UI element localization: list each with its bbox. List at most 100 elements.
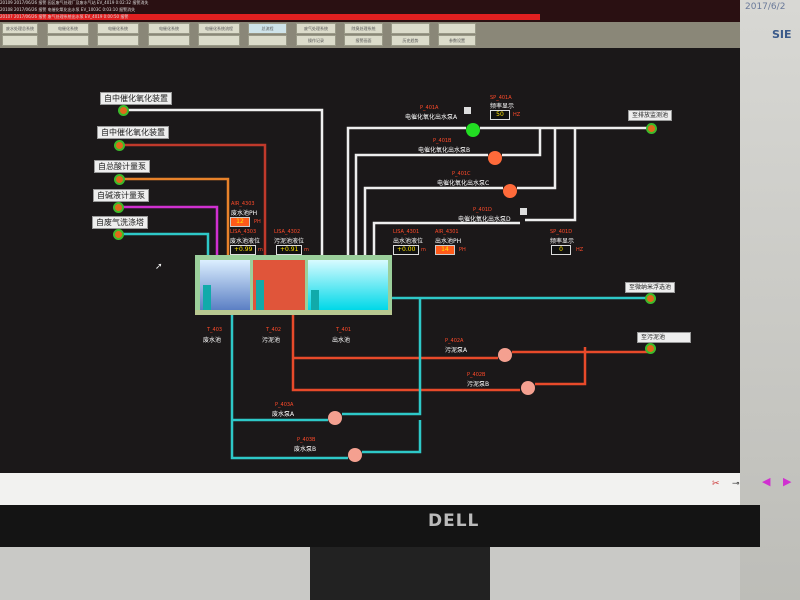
- pump-p402b[interactable]: 污泥泵B: [467, 381, 490, 388]
- disconnect-icon[interactable]: ✂: [712, 479, 720, 489]
- source-label: 自碱液计量泵: [93, 189, 149, 202]
- mouse-cursor-icon: ➚: [155, 262, 163, 272]
- instrument-tag: SP_401D: [550, 229, 573, 235]
- nav-button[interactable]: [248, 35, 287, 46]
- pump-tag: P_401D: [473, 207, 492, 213]
- pipe-source-3: [122, 177, 230, 265]
- alarm-row[interactable]: 20108 2017/06/26 报警 电催化氧化出水泵 EV_1003C 0:…: [0, 7, 136, 12]
- tank-group: [195, 255, 392, 315]
- nav-button[interactable]: 电催化系统流程: [198, 23, 240, 34]
- frequency-value: 0: [551, 245, 571, 255]
- arrow-left-icon[interactable]: ◀: [762, 475, 771, 488]
- instrument-tag: SP_401A: [490, 95, 512, 101]
- nav-button[interactable]: 参数设置: [438, 35, 476, 46]
- pump-p403a[interactable]: 废水泵A: [272, 411, 295, 418]
- monitor-logo: DELL: [428, 511, 480, 531]
- nav-button[interactable]: 报警画面: [344, 35, 383, 46]
- frequency-value: 50: [490, 110, 510, 120]
- instrument-name: 出水池液位: [393, 238, 424, 245]
- pump-tag: P_402A: [445, 338, 464, 344]
- nav-button[interactable]: [148, 35, 190, 46]
- ph-value: 12: [230, 217, 250, 227]
- connector-dot-icon[interactable]: [113, 202, 124, 213]
- connector-dot-icon[interactable]: [113, 229, 124, 240]
- tank-tag: T_403: [207, 327, 223, 333]
- connector-dot-icon[interactable]: [645, 293, 656, 304]
- unit-label: m: [258, 247, 263, 253]
- alarm-row[interactable]: 20109 2017/06/26 报警 园区废气处理厂及废水气站 EV_4019…: [0, 0, 149, 5]
- pipe-source-1: [127, 108, 324, 265]
- instrument-tag: AIR_4303: [231, 201, 255, 207]
- pump-p401c[interactable]: 电催化氧化出水泵C: [437, 180, 490, 187]
- source-label: 自中催化氧化装置: [97, 126, 169, 139]
- connector-dot-icon[interactable]: [645, 343, 656, 354]
- nav-button[interactable]: 电催化系统: [97, 23, 139, 34]
- nav-button[interactable]: 电催化系统: [47, 23, 89, 34]
- pump-p402a-icon: [498, 348, 512, 362]
- nav-button[interactable]: [198, 35, 240, 46]
- level-gauge: [256, 280, 264, 310]
- pump-tag: P_401C: [452, 171, 471, 177]
- instrument-tag: LISA_4301: [393, 229, 420, 235]
- connector-dot-icon[interactable]: [118, 105, 129, 116]
- tank-name: 污泥池: [262, 337, 281, 344]
- tank-name: 废水池: [203, 337, 222, 344]
- pump-p401a[interactable]: 电催化氧化出水泵A: [405, 114, 458, 121]
- source-label: 自中催化氧化装置: [100, 92, 172, 105]
- nav-button-active[interactable]: 总流程: [248, 23, 287, 34]
- instrument-name: 废水池PH: [231, 210, 258, 217]
- unit-label: HZ: [576, 247, 584, 253]
- pipe-source-5: [121, 232, 210, 258]
- pump-p401c-icon: [503, 184, 517, 198]
- level-gauge: [203, 285, 211, 310]
- key-icon[interactable]: ⊸: [732, 479, 740, 489]
- instrument-name: 污泥池液位: [274, 238, 305, 245]
- nav-button[interactable]: 电催化系统: [148, 23, 190, 34]
- pump-status-indicator[interactable]: [520, 208, 527, 215]
- connector-dot-icon[interactable]: [114, 174, 125, 185]
- nav-button[interactable]: [97, 35, 139, 46]
- pump-p403b-icon: [348, 448, 362, 462]
- pump-tag: P_403B: [297, 437, 316, 443]
- nav-button[interactable]: 除臭处理系统: [344, 23, 383, 34]
- tank-tag: T_402: [266, 327, 282, 333]
- nav-button[interactable]: 操作记录: [296, 35, 336, 46]
- alarm-table: 20109 2017/06/26 报警 园区废气处理厂及废水气站 EV_4019…: [0, 0, 740, 24]
- pipe-pump-suction: [354, 153, 520, 265]
- status-bar: ✂ ⊸: [0, 473, 740, 505]
- ph-value: 14: [435, 245, 455, 255]
- level-gauge: [311, 290, 319, 310]
- nav-button[interactable]: 历史趋势: [391, 35, 430, 46]
- connector-dot-icon[interactable]: [114, 140, 125, 151]
- pump-p401b[interactable]: 电催化氧化出水泵B: [418, 147, 471, 154]
- nav-button[interactable]: [391, 23, 430, 34]
- pump-status-indicator[interactable]: [464, 107, 471, 114]
- pump-tag: P_402B: [467, 372, 486, 378]
- pump-p402a[interactable]: 污泥泵A: [445, 347, 468, 354]
- pump-p401d[interactable]: 电催化氧化出水泵D: [458, 216, 511, 223]
- monitor-bezel: DELL: [0, 505, 760, 547]
- alarm-row-active[interactable]: 20107 2017/06/26 报警 废气处理系统出水泵 EV_4019 0:…: [0, 14, 540, 20]
- nav-button[interactable]: 废气处理系统: [296, 23, 336, 34]
- nav-button[interactable]: [47, 35, 89, 46]
- brand-logo: SIE: [772, 28, 792, 41]
- destination-label: 至排放监测池: [628, 110, 673, 121]
- instrument-tag: AIR_4301: [435, 229, 459, 235]
- nav-button[interactable]: [2, 35, 38, 46]
- nav-button[interactable]: 废水处理总系统: [2, 23, 38, 34]
- instrument-name: 频率显示: [490, 103, 515, 110]
- pump-tag: P_403A: [275, 402, 294, 408]
- destination-label: 至微纳米浮选池: [625, 282, 676, 293]
- instrument-name: 出水池PH: [435, 238, 462, 245]
- source-label: 自总酸计量泵: [94, 160, 150, 173]
- unit-label: m: [421, 247, 426, 253]
- arrow-right-icon[interactable]: ▶: [783, 475, 792, 488]
- tank-t401: [308, 260, 388, 310]
- connector-dot-icon[interactable]: [646, 123, 657, 134]
- date-display: 2017/6/2: [745, 2, 786, 12]
- pipe-outlet: [346, 126, 648, 265]
- pump-p403b[interactable]: 废水泵B: [294, 446, 317, 453]
- pump-p401a-icon: [466, 123, 480, 137]
- nav-button[interactable]: [438, 23, 476, 34]
